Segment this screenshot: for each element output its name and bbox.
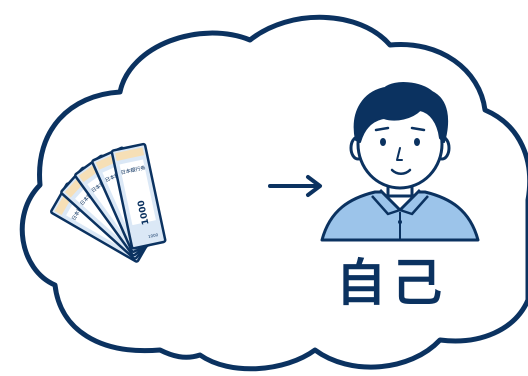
person-hair xyxy=(353,82,449,143)
person-avatar xyxy=(320,82,480,242)
arrow-right-icon xyxy=(268,175,322,197)
banknote-serial: 1000 xyxy=(148,232,159,239)
banknote-stack: 日本銀行券10001000日本銀行券10001000日本銀行券10001000日… xyxy=(50,142,167,263)
self-label: 自己 xyxy=(336,254,448,312)
